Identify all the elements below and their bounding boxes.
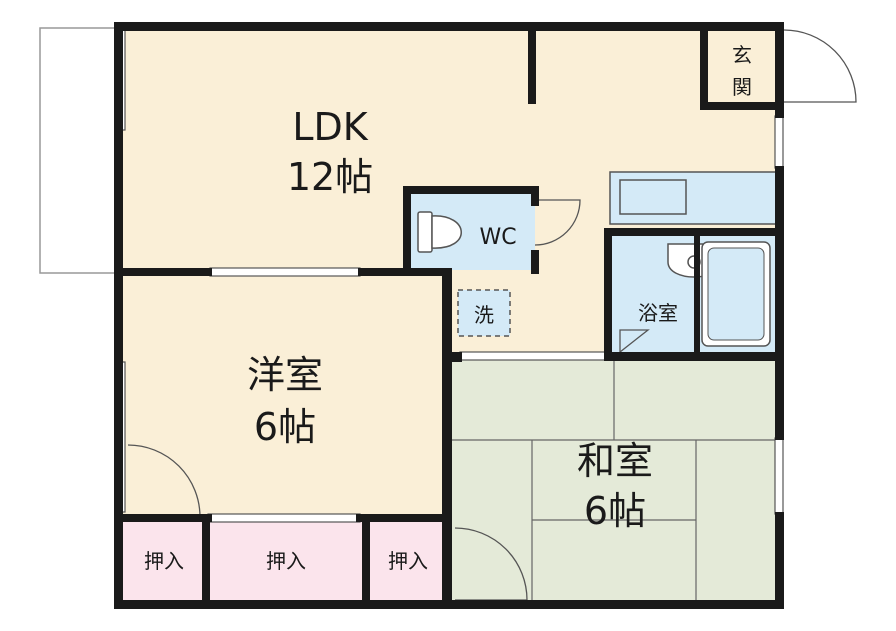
japanese-room-size: 6帖 [584, 489, 646, 533]
japanese-room-floor [450, 358, 780, 602]
entrance-label-2: 関 [732, 75, 752, 99]
western-room-size: 6帖 [254, 405, 316, 449]
closet-3-label: 押入 [388, 549, 428, 573]
wc-label: WC [479, 225, 516, 250]
closet-1-label: 押入 [144, 549, 184, 573]
bathtub-inner [707, 247, 765, 341]
toilet-icon [417, 211, 462, 253]
western-room-label: 洋室 [247, 353, 323, 397]
ldk-label: LDK [292, 105, 368, 149]
closet-1-floor [122, 520, 207, 602]
balcony [39, 27, 121, 274]
closet-2-label: 押入 [266, 549, 306, 573]
closet-2-floor [207, 520, 365, 602]
entrance-label-1: 玄 [732, 43, 752, 67]
laundry-floor [457, 289, 511, 337]
kitchen-sink [619, 179, 687, 215]
western-room-floor [122, 275, 447, 520]
ldk-size: 12帖 [287, 155, 373, 199]
walls [114, 22, 784, 609]
tatami-lines [450, 358, 780, 602]
bath-label: 浴室 [638, 301, 678, 325]
door-swings [127, 29, 857, 601]
closet-3-floor [365, 520, 450, 602]
japanese-room-label: 和室 [577, 439, 653, 483]
laundry-label: 洗 [474, 303, 494, 327]
